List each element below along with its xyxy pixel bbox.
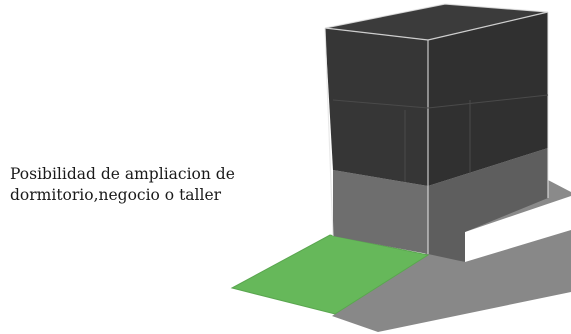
block-top-face bbox=[325, 4, 548, 40]
block-seams bbox=[332, 94, 549, 182]
green-extension-area bbox=[230, 234, 430, 315]
annotation-line-2: dormitorio,negocio o taller bbox=[10, 186, 222, 204]
ground-shadow-strip bbox=[332, 230, 571, 332]
block-left-face-upper bbox=[325, 28, 428, 186]
annotation-line-1: Posibilidad de ampliacion de bbox=[10, 165, 235, 183]
block-right-face-upper bbox=[428, 12, 548, 186]
block-edges bbox=[324, 3, 549, 254]
annotation-text: Posibilidad de ampliacion de dormitorio,… bbox=[10, 164, 300, 206]
block-left-face-lower bbox=[333, 170, 428, 254]
